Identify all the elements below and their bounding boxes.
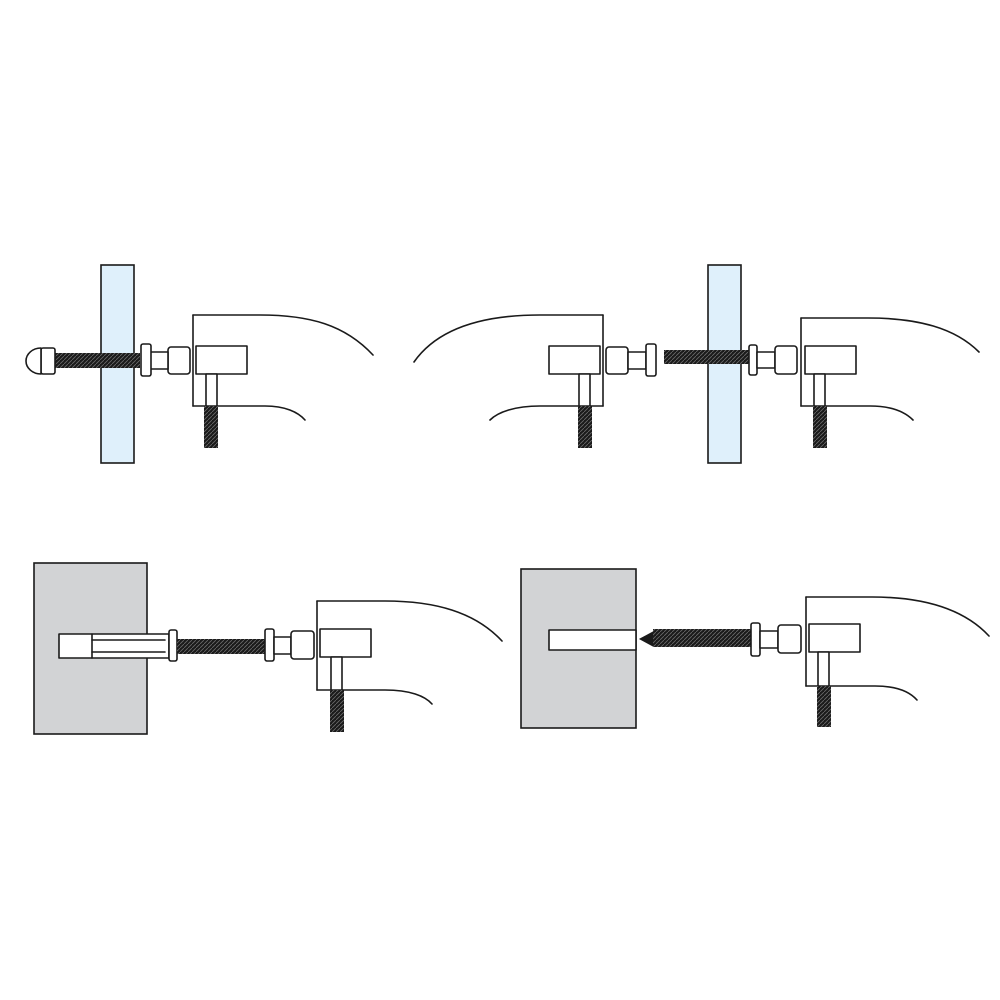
clamp-block: [319, 628, 372, 658]
bracket-arm-top: [805, 596, 990, 637]
coupling-nut: [167, 346, 191, 375]
clamp-post: [330, 656, 343, 691]
coupling-nut: [774, 345, 798, 375]
cap-nut-collar: [40, 347, 56, 375]
bracket-arm-top: [316, 600, 503, 642]
clamp-post: [817, 651, 830, 687]
panel-glass-cap-nut-mount: [25, 264, 374, 464]
bracket-arm-bottom: [489, 405, 604, 421]
panel-glass-stud-mount: [664, 264, 980, 464]
clamp-post: [578, 373, 591, 407]
bracket-arm-top: [413, 314, 604, 363]
washer: [645, 343, 657, 377]
coupling-neck: [627, 351, 647, 370]
clamp-block: [195, 345, 248, 375]
bracket-arm-bottom: [805, 685, 918, 701]
washer: [748, 344, 758, 376]
bolt-thread: [55, 353, 140, 368]
coupling-neck: [759, 630, 779, 649]
panel-glass-to-glass-mount: [413, 314, 657, 448]
expansion-anchor: [58, 633, 170, 659]
washer: [264, 628, 275, 662]
clamp-post: [205, 373, 218, 407]
anchor-collar: [168, 629, 178, 662]
bracket-arm-bottom: [316, 689, 433, 705]
panel-wall-screw-mount: [520, 568, 990, 729]
set-screw-thread: [813, 406, 827, 448]
clamp-post: [813, 373, 826, 407]
stud-thread: [664, 350, 749, 364]
coupling-neck: [756, 351, 776, 369]
bracket-arm-bottom: [192, 405, 306, 421]
washer: [140, 343, 152, 377]
bracket-arm-top: [192, 314, 374, 356]
coupling-nut: [605, 346, 629, 375]
bracket-arm-bottom: [800, 405, 914, 421]
set-screw-thread: [817, 686, 831, 727]
washer: [750, 622, 761, 657]
coupling-nut: [777, 624, 802, 654]
panel-wall-anchor-mount: [33, 562, 503, 735]
coupling-neck: [273, 636, 292, 655]
coupling-nut: [290, 630, 315, 660]
screw-tip: [638, 631, 654, 647]
set-screw-thread: [578, 406, 592, 448]
set-screw-thread: [330, 690, 344, 732]
bolt-thread: [177, 639, 265, 654]
coupling-neck: [149, 351, 169, 370]
clamp-block: [804, 345, 857, 375]
clamp-block: [548, 345, 601, 375]
cap-nut-dome: [25, 347, 42, 375]
clamp-block: [808, 623, 861, 653]
screw-thread: [653, 629, 751, 647]
drilled-hole: [548, 629, 637, 651]
set-screw-thread: [204, 406, 218, 448]
bracket-arm-top: [800, 317, 980, 353]
